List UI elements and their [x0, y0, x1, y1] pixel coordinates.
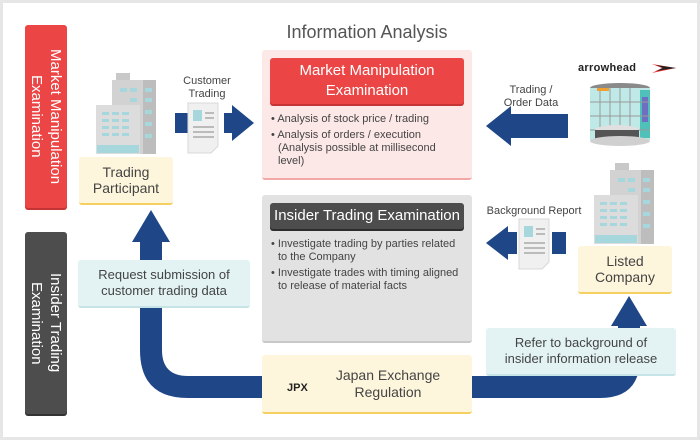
arrowhead-logo-text: arrowhead [578, 62, 637, 74]
u-arrow-right-head [611, 296, 647, 326]
building-icon-listed-company [594, 163, 654, 244]
arrowhead-server-icon [590, 83, 650, 146]
u-arrow-right [472, 320, 640, 398]
entity-trading-participant: Trading Participant [79, 157, 173, 205]
panel-market-manipulation: Market Manipulation Examination Analysis… [262, 50, 472, 180]
label-trading-order-data: Trading / Order Data [503, 84, 559, 109]
bullet-item: Analysis of orders / execution (Analysis… [270, 129, 464, 168]
bullet-list: Investigate trading by parties related t… [270, 238, 464, 293]
panel-insider-trading: Insider Trading Examination Investigate … [262, 195, 472, 343]
callout-refer-background: Refer to background of insider informati… [486, 328, 676, 376]
order-data-arrow-head [486, 106, 511, 146]
bullet-list: Analysis of stock price / trading Analys… [270, 113, 464, 168]
document-icon-background [518, 218, 550, 270]
bullet-item: Analysis of stock price / trading [270, 113, 464, 126]
bullet-item: Investigate trades with timing aligned t… [270, 267, 464, 293]
document-icon-customer [187, 102, 219, 154]
label-background-report: Background Report [486, 205, 582, 217]
callout-request-submission: Request submission of customer trading d… [78, 260, 250, 308]
side-label-market-manipulation: Market Manipulation Examination [25, 25, 67, 208]
background-report-arrow-head [486, 226, 508, 260]
entity-jpx: Japan Exchange Regulation [262, 355, 472, 414]
bullet-item: Investigate trading by parties related t… [270, 238, 464, 264]
panel-title: Insider Trading Examination [270, 203, 464, 229]
section-title: Information Analysis [286, 22, 448, 42]
u-arrow-left-head [132, 210, 170, 242]
customer-trading-arrow-head [232, 105, 254, 141]
label-customer-trading: Customer Trading [183, 75, 231, 100]
entity-listed-company: Listed Company [578, 246, 672, 294]
building-icon-trading-participant [96, 73, 156, 154]
jpx-logo-text: JPX [287, 382, 308, 394]
u-arrow-left [140, 232, 262, 398]
side-label-insider-trading: Insider Trading Examination [25, 232, 67, 414]
panel-title: Market Manipulation Examination [270, 58, 464, 104]
order-data-arrow-tail [510, 114, 568, 138]
